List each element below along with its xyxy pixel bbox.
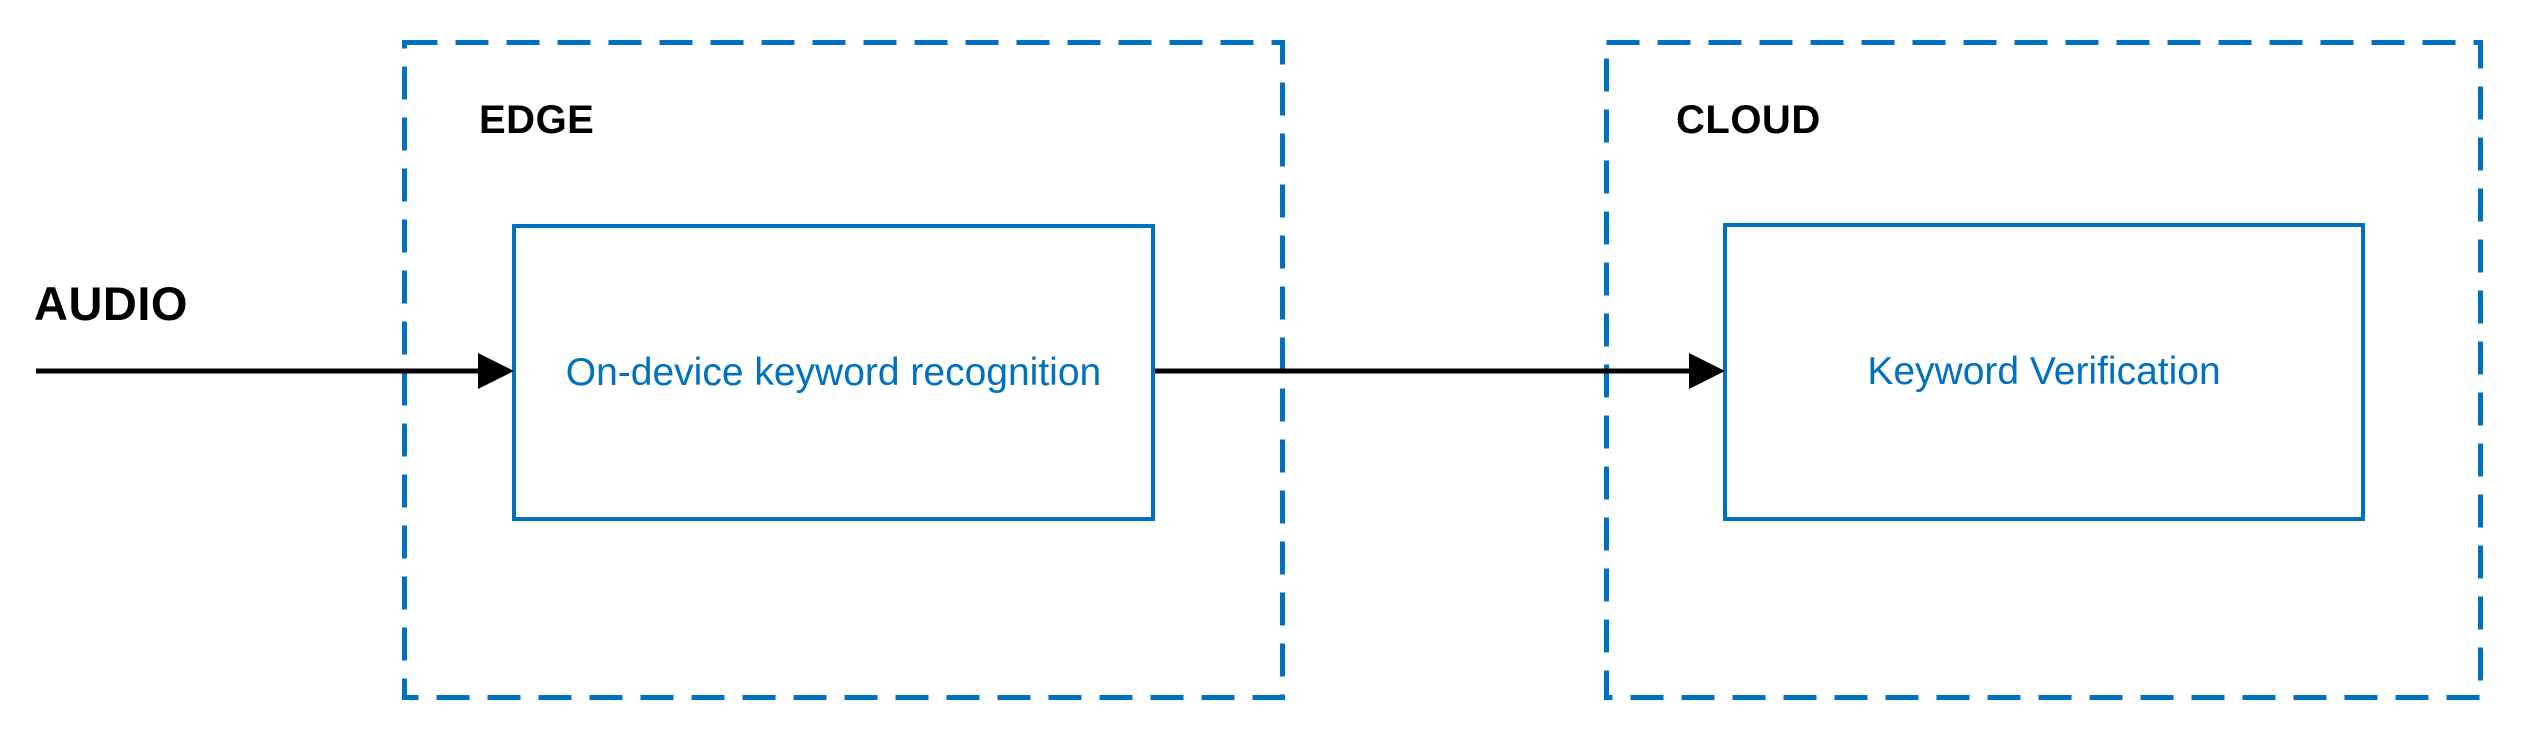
cloud-zone-label: CLOUD [1676, 98, 1821, 142]
edge-node-label: On-device keyword recognition [565, 350, 1102, 394]
audio-input-label: AUDIO [34, 277, 188, 330]
cloud-node-box [1723, 223, 2365, 521]
audio-to-edge-arrow [36, 353, 514, 389]
edge-to-cloud-arrow [1155, 353, 1725, 389]
edge-node-box [512, 224, 1155, 521]
arrowhead-icon [1689, 353, 1725, 389]
arrowhead-icon [478, 353, 514, 389]
edge-zone-label: EDGE [479, 98, 595, 142]
cloud-node-label: Keyword Verification [1867, 350, 2221, 393]
